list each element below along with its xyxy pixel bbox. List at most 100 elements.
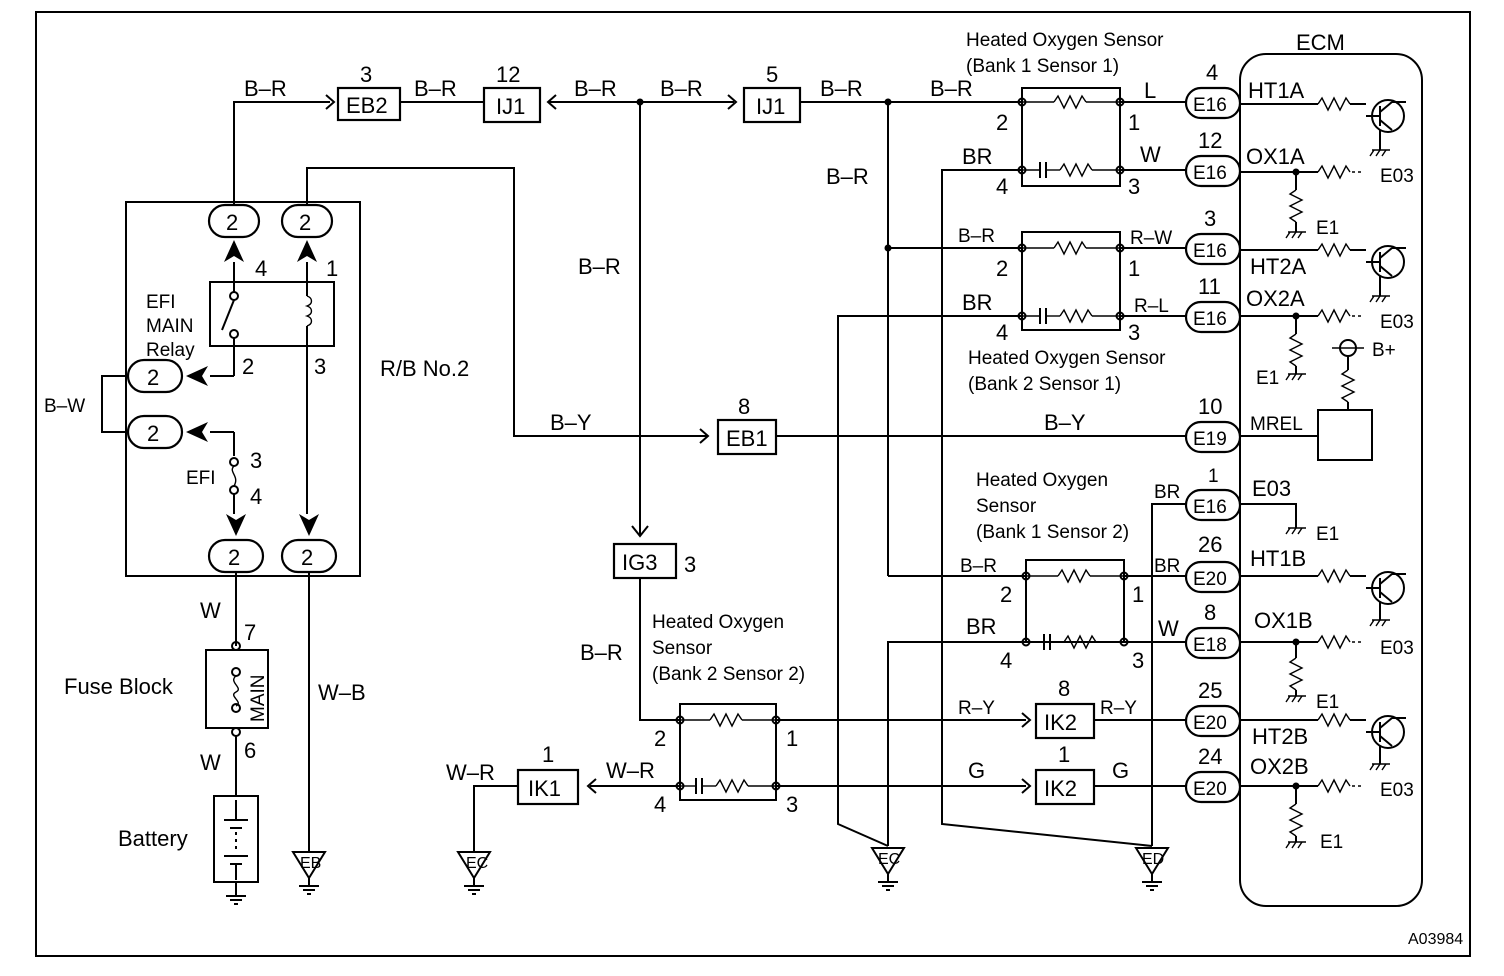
svg-text:HT1B: HT1B bbox=[1250, 546, 1306, 571]
svg-text:IK2: IK2 bbox=[1044, 776, 1077, 801]
svg-text:E18: E18 bbox=[1193, 635, 1227, 656]
svg-text:4: 4 bbox=[255, 256, 267, 281]
svg-text:B–Y: B–Y bbox=[550, 410, 592, 435]
svg-text:4: 4 bbox=[250, 484, 262, 509]
arrow-left-icon bbox=[186, 422, 208, 442]
figure-id: A03984 bbox=[1408, 931, 1463, 948]
ecm-connector-e16-12: E16 12 bbox=[1184, 128, 1242, 188]
efi-fuse-label: EFI bbox=[186, 468, 216, 489]
svg-text:Heated Oxygen Sensor: Heated Oxygen Sensor bbox=[966, 30, 1164, 51]
ecm-connector-e18-8: E18 8 bbox=[1184, 600, 1242, 660]
svg-text:1: 1 bbox=[786, 726, 798, 751]
svg-text:24: 24 bbox=[1198, 744, 1222, 769]
svg-text:R–Y: R–Y bbox=[1100, 698, 1137, 719]
svg-text:2: 2 bbox=[228, 545, 240, 570]
svg-text:2: 2 bbox=[654, 726, 666, 751]
svg-text:1: 1 bbox=[1128, 256, 1140, 281]
svg-text:W–R: W–R bbox=[606, 758, 655, 783]
svg-text:11: 11 bbox=[1198, 274, 1221, 299]
svg-text:2: 2 bbox=[996, 110, 1008, 135]
svg-text:2: 2 bbox=[147, 421, 159, 446]
svg-text:E20: E20 bbox=[1193, 779, 1227, 800]
arrow-up-icon bbox=[224, 240, 244, 262]
mrel-driver-box bbox=[1317, 409, 1373, 461]
svg-text:R–Y: R–Y bbox=[958, 698, 995, 719]
svg-text:2: 2 bbox=[242, 354, 254, 379]
svg-text:3: 3 bbox=[360, 62, 372, 87]
transistor-icon bbox=[1365, 245, 1407, 279]
svg-text:2: 2 bbox=[299, 210, 311, 235]
svg-text:4: 4 bbox=[996, 174, 1008, 199]
svg-text:B–Y: B–Y bbox=[1044, 410, 1086, 435]
ecm-connector-e16-4: E16 4 bbox=[1184, 60, 1242, 120]
svg-text:R–L: R–L bbox=[1134, 296, 1169, 317]
svg-text:HT2A: HT2A bbox=[1250, 254, 1307, 279]
svg-text:6: 6 bbox=[244, 738, 256, 763]
svg-text:4: 4 bbox=[654, 792, 666, 817]
svg-text:Sensor: Sensor bbox=[652, 638, 713, 659]
ecm-box bbox=[1239, 53, 1423, 907]
svg-text:HT1A: HT1A bbox=[1248, 78, 1305, 103]
arrow-down-icon bbox=[299, 514, 319, 536]
ecm-connector-e20-25: E20 25 bbox=[1184, 678, 1242, 738]
svg-text:12: 12 bbox=[1198, 128, 1222, 153]
connector-eb2 bbox=[336, 86, 402, 122]
svg-text:OX2A: OX2A bbox=[1246, 286, 1305, 311]
svg-text:E20: E20 bbox=[1193, 713, 1227, 734]
svg-text:IG3: IG3 bbox=[622, 550, 657, 575]
svg-text:B+: B+ bbox=[1372, 340, 1396, 361]
svg-text:E16: E16 bbox=[1193, 497, 1227, 518]
svg-text:4: 4 bbox=[996, 320, 1008, 345]
svg-text:26: 26 bbox=[1198, 532, 1222, 557]
svg-text:EC: EC bbox=[878, 851, 900, 868]
ecm-connector-e16-1: E16 1 bbox=[1184, 466, 1242, 522]
relay-coil-icon bbox=[304, 295, 313, 327]
svg-text:2: 2 bbox=[996, 256, 1008, 281]
svg-text:MREL: MREL bbox=[1250, 414, 1303, 435]
svg-text:W: W bbox=[200, 750, 221, 775]
svg-text:HT2B: HT2B bbox=[1252, 724, 1308, 749]
svg-text:1: 1 bbox=[1128, 110, 1140, 135]
svg-text:5: 5 bbox=[766, 62, 778, 87]
svg-text:E03: E03 bbox=[1380, 166, 1414, 187]
svg-text:IK2: IK2 bbox=[1044, 710, 1077, 735]
svg-text:ED: ED bbox=[1142, 851, 1164, 868]
svg-text:OX2B: OX2B bbox=[1250, 754, 1309, 779]
svg-text:L: L bbox=[1144, 78, 1156, 103]
ecm-connector-e20-24: E20 24 bbox=[1184, 744, 1242, 804]
svg-text:W: W bbox=[200, 598, 221, 623]
relay-switch bbox=[221, 299, 235, 331]
svg-text:BR: BR bbox=[1154, 556, 1180, 577]
svg-text:8: 8 bbox=[738, 394, 750, 419]
transistor-icon bbox=[1365, 571, 1407, 605]
ecm-connector-e20-26: E20 26 bbox=[1184, 532, 1242, 594]
connector-ik2-b bbox=[1034, 768, 1096, 806]
ecm-connector-e16-11: E16 11 bbox=[1184, 274, 1242, 334]
svg-text:10: 10 bbox=[1198, 394, 1222, 419]
svg-text:Heated Oxygen Sensor: Heated Oxygen Sensor bbox=[968, 348, 1166, 369]
svg-text:G: G bbox=[1112, 758, 1129, 783]
svg-text:E16: E16 bbox=[1193, 309, 1227, 330]
svg-text:R–W: R–W bbox=[1130, 228, 1172, 249]
svg-text:B–W: B–W bbox=[44, 396, 85, 417]
efi-fuse-icon bbox=[231, 465, 237, 487]
svg-text:3: 3 bbox=[314, 354, 326, 379]
svg-text:G: G bbox=[968, 758, 985, 783]
svg-text:4: 4 bbox=[1206, 60, 1218, 85]
ecm-connector-e19-10: E19 10 bbox=[1184, 394, 1242, 454]
ecm-connector-e16-3: E16 3 bbox=[1184, 206, 1242, 266]
svg-text:E20: E20 bbox=[1193, 569, 1227, 590]
svg-text:E1: E1 bbox=[1320, 832, 1343, 853]
svg-text:E1: E1 bbox=[1256, 368, 1279, 389]
connector-ij1-b bbox=[742, 86, 802, 124]
svg-text:4: 4 bbox=[1000, 648, 1012, 673]
svg-text:3: 3 bbox=[1204, 206, 1216, 231]
svg-text:E03: E03 bbox=[1380, 638, 1414, 659]
svg-text:OX1B: OX1B bbox=[1254, 608, 1313, 633]
svg-text:E16: E16 bbox=[1193, 163, 1227, 184]
svg-text:(Bank 2 Sensor 2): (Bank 2 Sensor 2) bbox=[652, 664, 805, 685]
fuse-block-label: Fuse Block bbox=[64, 674, 174, 699]
svg-text:E1: E1 bbox=[1316, 524, 1339, 545]
svg-text:3: 3 bbox=[1128, 174, 1140, 199]
relay-contact bbox=[229, 291, 239, 301]
